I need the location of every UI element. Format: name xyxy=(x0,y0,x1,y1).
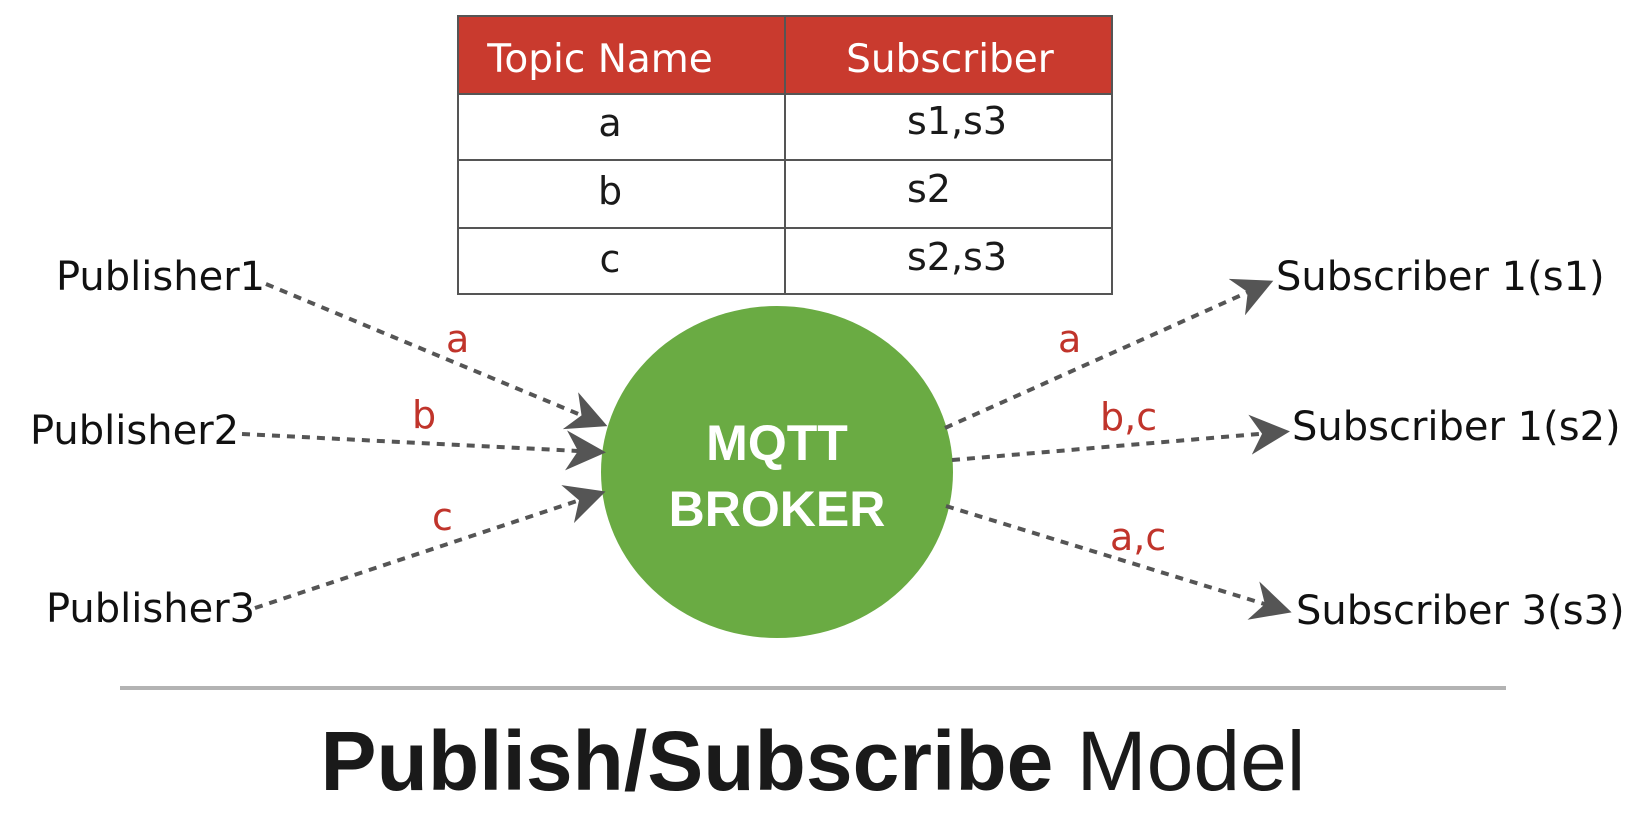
table-cell-topic: c xyxy=(600,237,621,281)
subscriber-s1-label: Subscriber 1(s1) xyxy=(1276,254,1605,300)
edge-publisher3-to-broker xyxy=(254,485,606,610)
subscriber-topic-labels: a b,c a,c xyxy=(1058,317,1166,559)
subscriber-edges xyxy=(944,278,1292,620)
broker-label-line2: BROKER xyxy=(669,481,886,537)
topic-table: Topic Name Subscriber a s1,s3 b s2 c s2,… xyxy=(457,15,1113,295)
table-cell-subscriber: s2 xyxy=(907,167,951,211)
subscriber-s1-topic-label: a xyxy=(1058,317,1081,361)
diagram-title-normal: Model xyxy=(1053,714,1305,808)
diagram-title-bold: Publish/Subscribe xyxy=(321,714,1054,808)
publisher2-label: Publisher2 xyxy=(30,408,239,454)
table-row: a s1,s3 xyxy=(598,99,1007,145)
subscriber-s2-label: Subscriber 1(s2) xyxy=(1292,404,1621,450)
publisher-labels: Publisher1 Publisher2 Publisher3 xyxy=(30,254,265,632)
table-header-subscriber: Subscriber xyxy=(846,37,1055,82)
publisher1-topic-label: a xyxy=(446,317,469,361)
table-header-topic-name: Topic Name xyxy=(486,37,713,82)
table-row: c s2,s3 xyxy=(600,235,1007,281)
table-cell-topic: b xyxy=(598,169,622,213)
table-cell-topic: a xyxy=(598,101,621,145)
broker-circle xyxy=(601,306,953,638)
table-row: b s2 xyxy=(598,167,951,213)
broker-label-line1: MQTT xyxy=(706,415,848,471)
publisher1-label: Publisher1 xyxy=(56,254,265,300)
publisher-edges xyxy=(241,282,608,610)
subscriber-s2-topic-label: b,c xyxy=(1100,395,1157,439)
table-cell-subscriber: s2,s3 xyxy=(907,235,1007,279)
publisher-topic-labels: a b c xyxy=(412,317,469,539)
mqtt-broker-node: MQTT BROKER xyxy=(601,306,953,638)
edge-broker-to-subscriber-s2 xyxy=(951,414,1290,462)
publisher3-label: Publisher3 xyxy=(46,586,255,632)
publisher3-topic-label: c xyxy=(432,495,453,539)
edge-publisher1-to-broker xyxy=(265,282,608,430)
diagram-title: Publish/Subscribe Model xyxy=(321,714,1306,808)
table-cell-subscriber: s1,s3 xyxy=(907,99,1007,143)
subscriber-s3-label: Subscriber 3(s3) xyxy=(1296,588,1625,634)
publisher2-topic-label: b xyxy=(412,393,436,437)
subscriber-s3-topic-label: a,c xyxy=(1110,515,1166,559)
subscriber-labels: Subscriber 1(s1) Subscriber 1(s2) Subscr… xyxy=(1276,254,1625,634)
